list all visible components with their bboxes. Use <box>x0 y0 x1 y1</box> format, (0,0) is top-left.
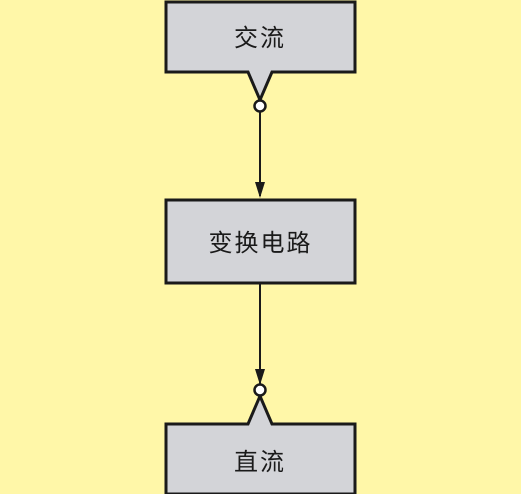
arrowhead-icon <box>255 182 265 198</box>
node-converter-label: 变换电路 <box>209 229 313 257</box>
connector-converter-to-dc <box>255 283 265 385</box>
connector-ac-to-converter <box>253 99 267 198</box>
arrowhead-icon <box>255 369 265 385</box>
node-dc-label: 直流 <box>234 448 286 476</box>
node-dc: 直流 <box>164 383 357 494</box>
connector-dot-icon <box>253 99 267 113</box>
node-converter: 变换电路 <box>164 198 357 285</box>
node-dc-box <box>164 392 357 494</box>
connector-dot-icon <box>253 383 267 397</box>
node-converter-box <box>164 198 357 285</box>
node-ac: 交流 <box>164 0 357 104</box>
node-ac-box <box>164 0 357 104</box>
node-ac-label: 交流 <box>234 24 286 52</box>
